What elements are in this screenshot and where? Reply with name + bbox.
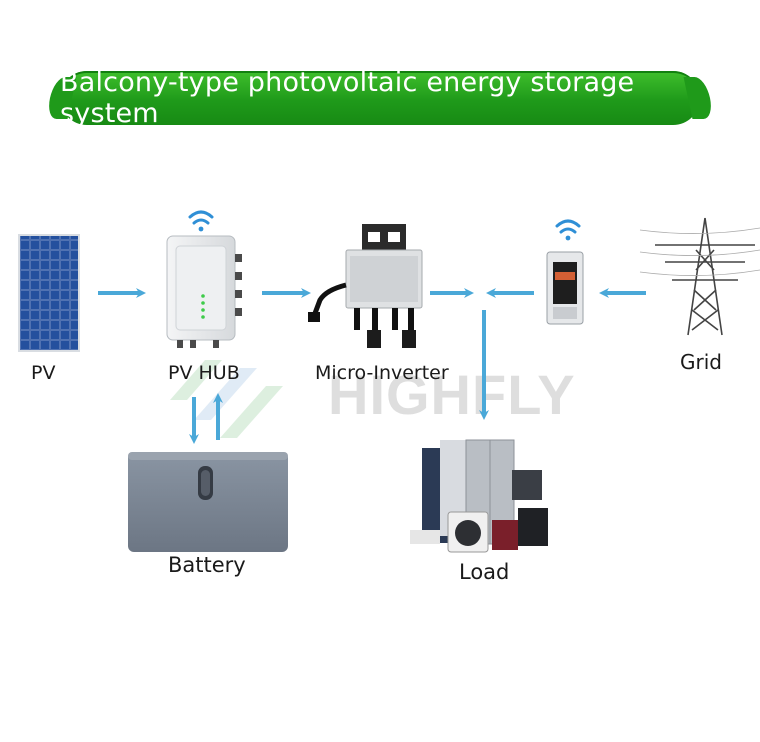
title-banner: Balcony-type photovoltaic energy storage…: [60, 67, 700, 129]
watermark-text: HIGHFLY: [328, 363, 576, 426]
micro-inverter-device: [308, 224, 423, 348]
solar-panel: [18, 234, 80, 352]
smart-meter-device: [546, 251, 584, 325]
appliances-group: [410, 439, 548, 553]
label-pv: PV: [31, 362, 56, 384]
power-tower: [639, 217, 760, 336]
label-micro-inverter: Micro-Inverter: [315, 362, 449, 384]
label-grid: Grid: [680, 350, 722, 374]
diagram-title: Balcony-type photovoltaic energy storage…: [60, 67, 635, 129]
label-pv-hub: PV HUB: [168, 362, 240, 384]
wifi-icon: [188, 210, 214, 232]
watermark-logo: [170, 360, 283, 438]
pv-hub-device: [166, 235, 242, 348]
label-load: Load: [459, 560, 510, 584]
battery-device: [128, 452, 288, 552]
wifi-icon: [555, 219, 581, 241]
flow-arrows: [98, 288, 646, 444]
label-battery: Battery: [168, 553, 246, 577]
